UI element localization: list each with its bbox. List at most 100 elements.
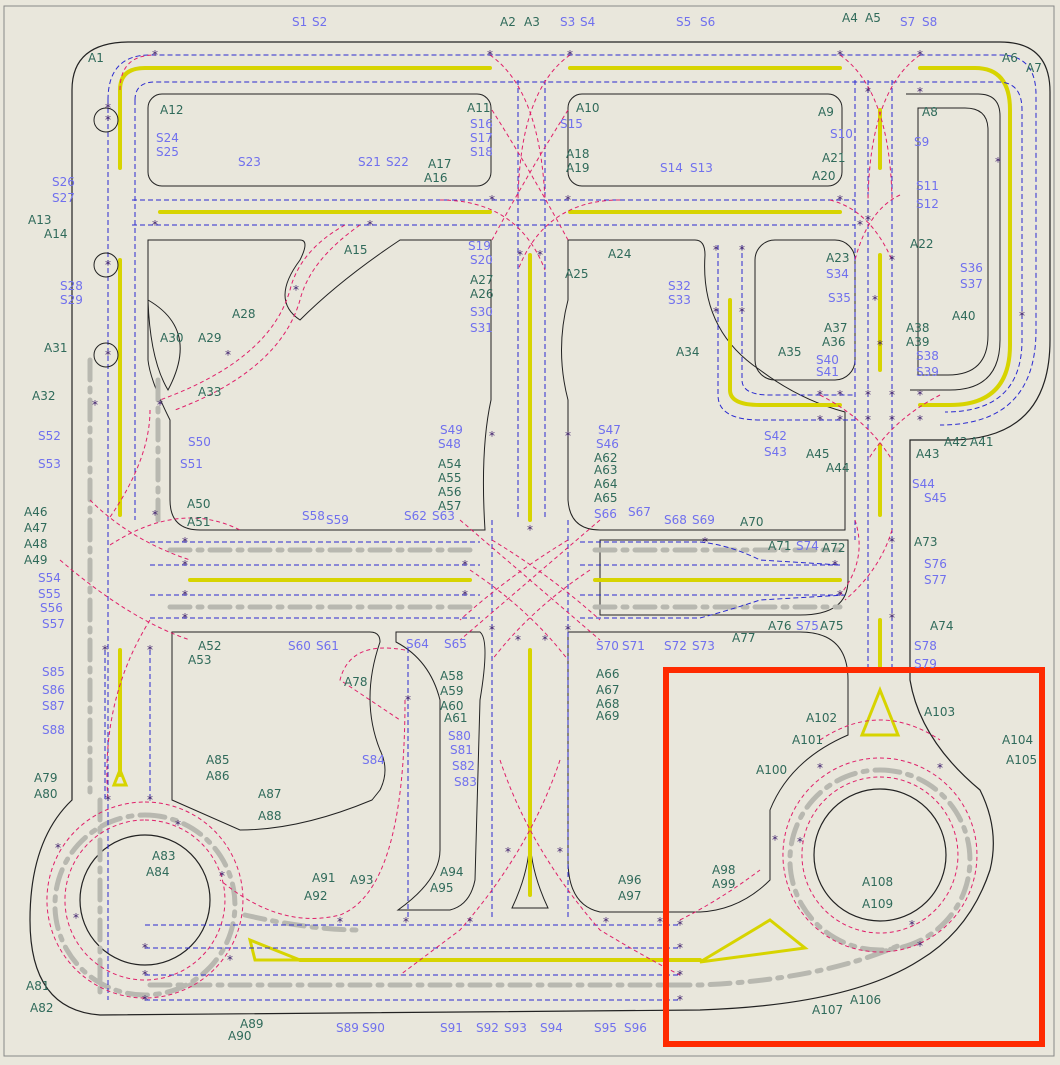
- label-a75: A75: [820, 619, 843, 633]
- point-marker-asterisk: *: [837, 388, 843, 402]
- label-a46: A46: [24, 505, 47, 519]
- point-marker-asterisk: *: [542, 633, 548, 647]
- label-s64: S64: [406, 637, 429, 651]
- label-s85: S85: [42, 665, 65, 679]
- label-s53: S53: [38, 457, 61, 471]
- label-s28: S28: [60, 279, 83, 293]
- label-a47: A47: [24, 521, 47, 535]
- label-s82: S82: [452, 759, 475, 773]
- label-a40: A40: [952, 309, 975, 323]
- point-marker-asterisk: *: [837, 413, 843, 427]
- label-s74: S74: [796, 539, 819, 553]
- label-s93: S93: [504, 1021, 527, 1035]
- point-marker-asterisk: *: [857, 218, 863, 232]
- label-a55: A55: [438, 471, 461, 485]
- point-marker-asterisk: *: [889, 413, 895, 427]
- label-s40: S40: [816, 353, 839, 367]
- point-marker-asterisk: *: [462, 558, 468, 572]
- label-a43: A43: [916, 447, 939, 461]
- label-s78: S78: [914, 639, 937, 653]
- label-a45: A45: [806, 447, 829, 461]
- label-a20: A20: [812, 169, 835, 183]
- drawing-border: [3, 5, 1055, 1057]
- label-a68: A68: [596, 697, 619, 711]
- label-s67: S67: [628, 505, 651, 519]
- label-s70: S70: [596, 639, 619, 653]
- point-marker-asterisk: *: [182, 588, 188, 602]
- label-s36: S36: [960, 261, 983, 275]
- label-a93: A93: [350, 873, 373, 887]
- point-marker-asterisk: *: [462, 588, 468, 602]
- label-s86: S86: [42, 683, 65, 697]
- label-a61: A61: [444, 711, 467, 725]
- label-s48: S48: [438, 437, 461, 451]
- label-a86: A86: [206, 769, 229, 783]
- point-marker-asterisk: *: [917, 85, 923, 99]
- label-s79: S79: [914, 657, 937, 671]
- label-s75: S75: [796, 619, 819, 633]
- label-s89: S89: [336, 1021, 359, 1035]
- point-marker-asterisk: *: [837, 193, 843, 207]
- point-marker-asterisk: *: [505, 845, 511, 859]
- label-s23: S23: [238, 155, 261, 169]
- point-marker-asterisk: *: [677, 993, 683, 1007]
- point-marker-asterisk: *: [889, 253, 895, 267]
- label-s14: S14: [660, 161, 683, 175]
- label-a88: A88: [258, 809, 281, 823]
- label-s5: S5: [676, 15, 691, 29]
- point-marker-asterisk: *: [147, 793, 153, 807]
- label-s29: S29: [60, 293, 83, 307]
- point-marker-asterisk: *: [489, 429, 495, 443]
- label-a32: A32: [32, 389, 55, 403]
- yellow-triangles: [111, 685, 901, 964]
- label-a67: A67: [596, 683, 619, 697]
- label-a76: A76: [768, 619, 791, 633]
- point-marker-asterisk: *: [142, 993, 148, 1007]
- label-a50: A50: [187, 497, 210, 511]
- label-a6: A6: [1002, 51, 1018, 65]
- point-marker-asterisk: *: [739, 243, 745, 257]
- point-marker-asterisk: *: [55, 841, 61, 855]
- point-marker-asterisk: *: [917, 48, 923, 62]
- label-a2: A2: [500, 15, 516, 29]
- point-marker-asterisk: *: [713, 243, 719, 257]
- label-a104: A104: [1002, 733, 1033, 747]
- label-s72: S72: [664, 639, 687, 653]
- point-marker-asterisk: *: [225, 348, 231, 362]
- magenta-dashed-curves: [46, 54, 978, 999]
- triangle-right-top: [859, 685, 901, 737]
- label-s50: S50: [188, 435, 211, 449]
- point-marker-asterisk: *: [889, 611, 895, 625]
- label-s77: S77: [924, 573, 947, 587]
- point-marker-asterisk: *: [219, 869, 225, 883]
- point-marker-asterisk: *: [889, 388, 895, 402]
- label-s3: S3: [560, 15, 575, 29]
- point-marker-asterisk: *: [147, 643, 153, 657]
- point-marker-asterisk: *: [1019, 309, 1025, 323]
- label-s27: S27: [52, 191, 75, 205]
- point-marker-asterisk: *: [293, 283, 299, 297]
- label-s15: S15: [560, 117, 583, 131]
- label-a31: A31: [44, 341, 67, 355]
- label-a59: A59: [440, 684, 463, 698]
- label-s22: S22: [386, 155, 409, 169]
- label-a44: A44: [826, 461, 849, 475]
- label-a33: A33: [198, 385, 221, 399]
- point-marker-asterisk: *: [175, 818, 181, 832]
- label-s41: S41: [816, 365, 839, 379]
- label-s90: S90: [362, 1021, 385, 1035]
- label-a74: A74: [930, 619, 953, 633]
- point-marker-asterisk: *: [677, 968, 683, 982]
- point-marker-asterisk: *: [917, 388, 923, 402]
- point-marker-asterisk: *: [677, 918, 683, 932]
- label-a89: A89: [240, 1017, 263, 1031]
- label-s12: S12: [916, 197, 939, 211]
- label-s26: S26: [52, 175, 75, 189]
- point-marker-asterisk: *: [367, 218, 373, 232]
- label-a108: A108: [862, 875, 893, 889]
- point-marker-asterisk: *: [565, 193, 571, 207]
- point-marker-asterisk: *: [182, 611, 188, 625]
- point-marker-asterisk: *: [157, 398, 163, 412]
- point-marker-asterisk: *: [702, 535, 708, 549]
- label-s58: S58: [302, 509, 325, 523]
